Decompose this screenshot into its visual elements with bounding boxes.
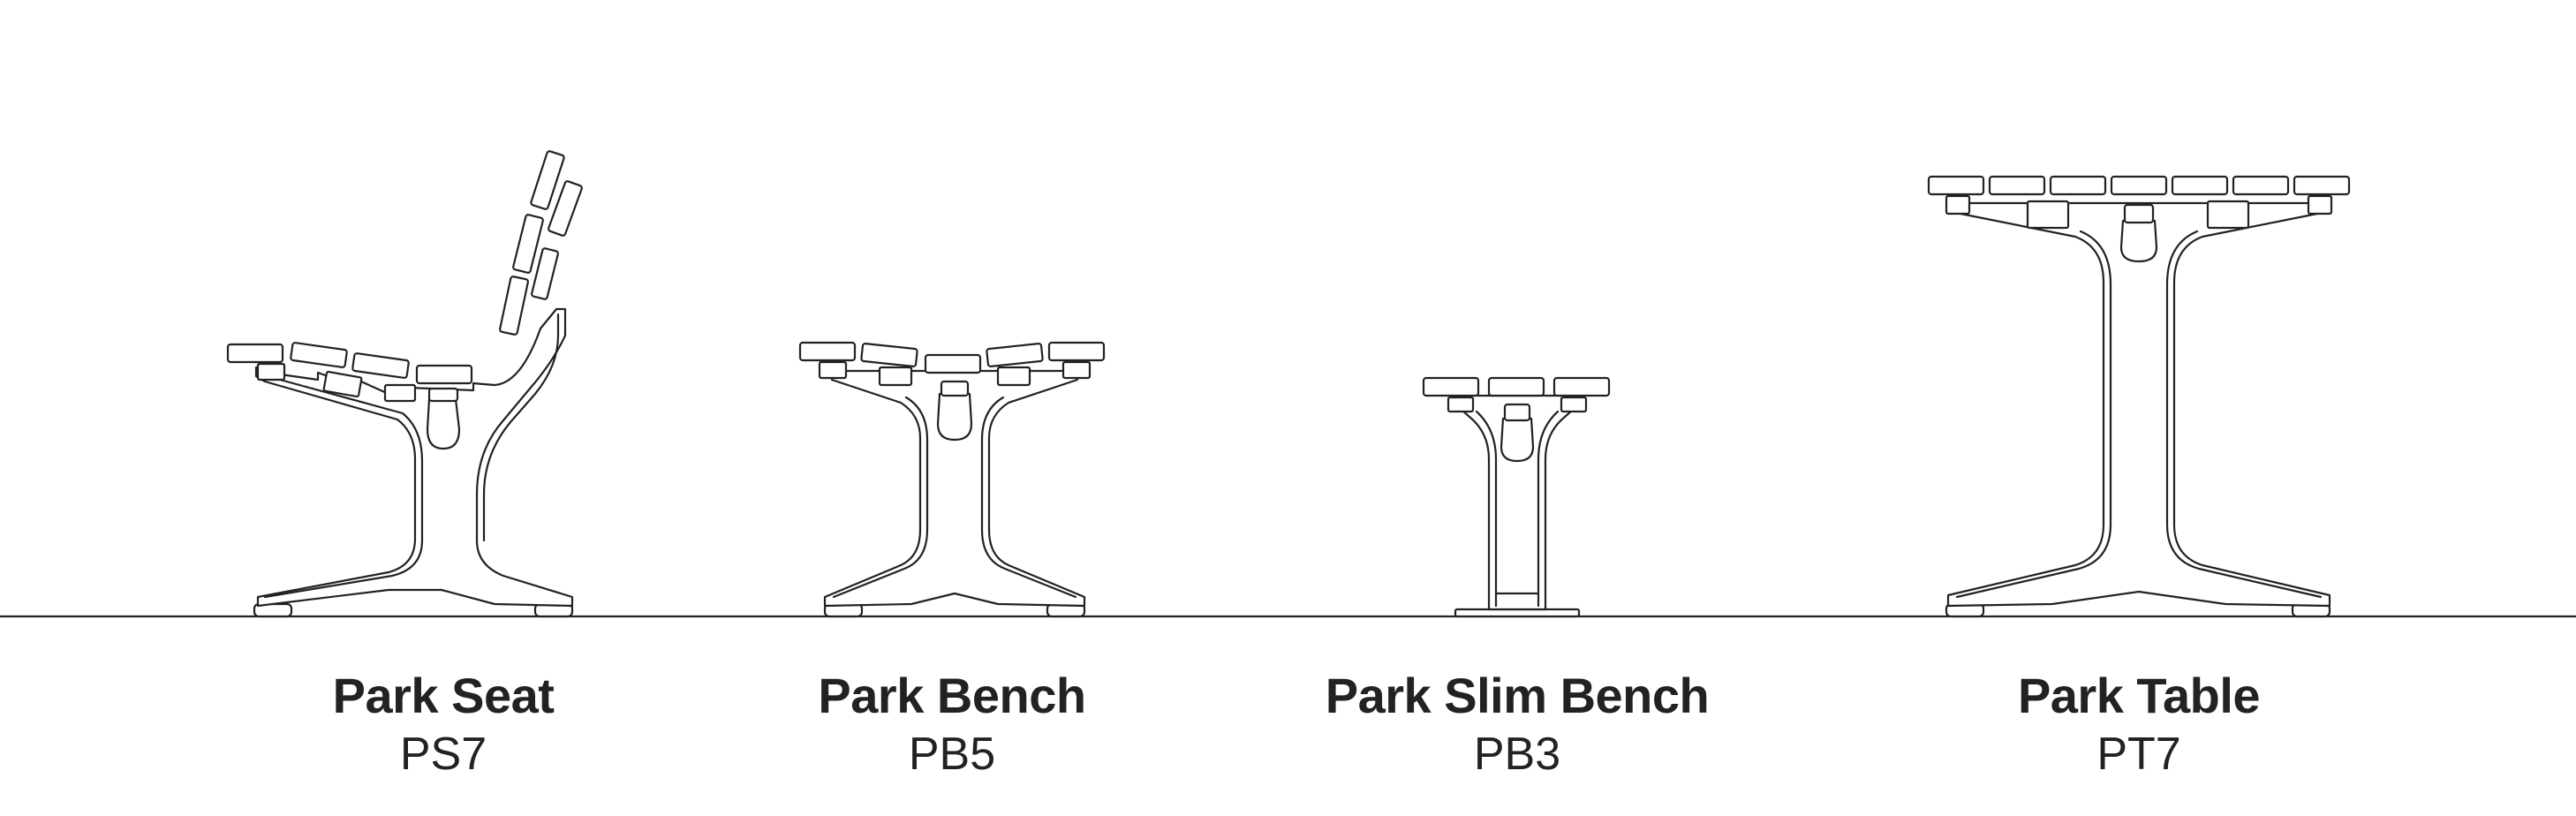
park-seat-slat [226,343,284,364]
park-table-drawing [1927,175,2351,618]
park-bench-bracket [878,366,913,387]
park-seat-drawing [226,150,583,618]
park-slim-bench-bracket [1447,396,1475,413]
park-bench-frame [823,369,1086,608]
park-bench-bracket [996,366,1031,387]
park-seat-slat [290,342,348,368]
park-seat-bracket [383,383,417,403]
park-seat-slat [415,364,473,385]
park-slim-bench-drawing [1422,376,1611,618]
park-seat-back-slat [530,150,565,210]
park-seat-back-slat [499,276,529,336]
park-table-bracket [2026,200,2070,230]
park-table-bracket [1945,194,1971,215]
park-table-slat [2232,175,2290,196]
product-code: PB5 [908,729,996,780]
park-table-hub-cap [2123,203,2155,224]
product-label-park-slim-bench: Park Slim Bench PB3 [1305,668,1729,780]
product-label-park-seat: Park Seat PS7 [231,668,655,780]
park-seat-bracket [256,362,286,382]
park-seat-back-slat [512,214,544,274]
park-bench-slat [924,353,982,374]
park-slim-bench-base-plate [1454,608,1581,618]
park-seat-back-bracket [548,180,583,237]
park-bench-slat [1047,341,1106,362]
park-table-frame [1946,201,2331,608]
park-bench-slat [798,341,857,362]
park-bench-hub-cap [940,380,970,397]
park-table-slat [1988,175,2046,196]
park-seat-bracket [322,370,363,398]
park-seat-frame-inner [263,313,560,599]
product-name: Park Seat [332,668,555,723]
product-code: PT7 [2096,729,2181,780]
park-bench-hub [936,392,973,442]
park-seat-hub-cap [427,387,459,403]
park-slim-bench-slat [1422,376,1480,397]
park-table-slat [1927,175,1985,196]
park-table-slat [2110,175,2168,196]
park-table-slat [2049,175,2107,196]
product-code: PS7 [399,729,487,780]
park-bench-drawing [798,341,1106,618]
product-code: PB3 [1473,729,1561,780]
product-label-park-bench: Park Bench PB5 [740,668,1164,780]
park-slim-bench-frame-inner [1475,410,1560,608]
park-bench-slat [986,343,1044,367]
park-bench-bracket [1061,360,1092,380]
park-table-slat [2171,175,2229,196]
park-slim-bench-bracket [1560,396,1588,413]
park-table-frame-inner [1955,230,2323,599]
product-name: Park Table [2017,668,2261,723]
product-name: Park Slim Bench [1325,668,1710,723]
park-seat-hub [426,397,461,450]
product-label-park-table: Park Table PT7 [1927,668,2351,780]
park-seat-back-bracket [531,247,559,300]
park-bench-bracket [818,360,848,380]
park-table-bracket [2307,194,2333,215]
park-slim-bench-slat [1487,376,1545,397]
park-table-slat [2293,175,2351,196]
park-slim-bench-hub [1500,417,1535,463]
park-slim-bench-hub-cap [1503,403,1531,422]
park-table-bracket [2206,200,2250,230]
park-table-hub [2119,219,2158,263]
product-name: Park Bench [818,668,1086,723]
park-bench-slat [860,343,918,367]
park-seat-slat [351,352,410,379]
park-bench-frame-inner [832,396,1077,599]
park-slim-bench-slat [1552,376,1611,397]
